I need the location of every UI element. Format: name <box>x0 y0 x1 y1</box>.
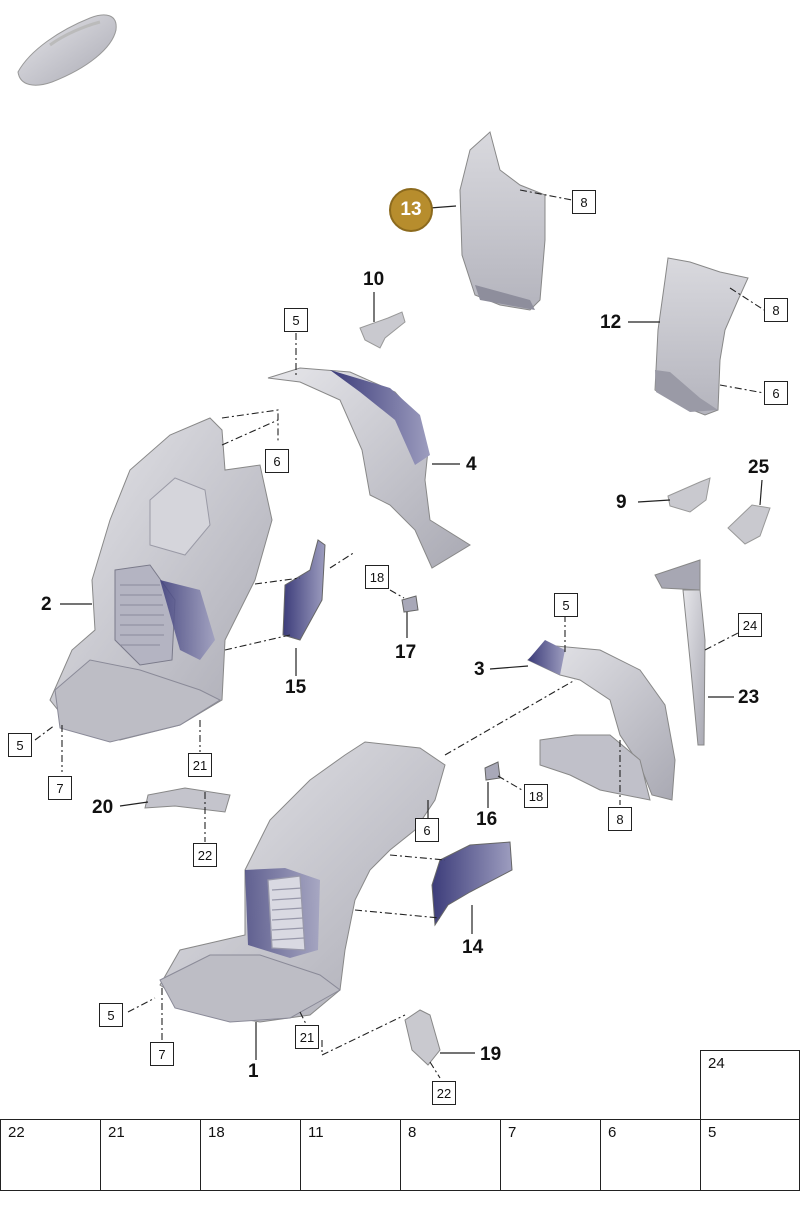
hardware-label: 22 <box>8 1124 25 1141</box>
callout-16: 16 <box>476 809 498 830</box>
callout-14: 14 <box>462 937 484 958</box>
callout-10: 10 <box>363 269 385 290</box>
part-23-strip <box>654 559 706 746</box>
hardware-cell-18: 18 <box>200 1119 301 1191</box>
hardware-label: 5 <box>708 1124 717 1141</box>
box-label-6: 6 <box>265 449 289 473</box>
vehicle-thumbnail <box>17 14 117 86</box>
hardware-cell-6: 6 <box>600 1119 701 1191</box>
part-3-arch-liner <box>527 640 676 801</box>
hardware-label: 7 <box>508 1124 517 1141</box>
part-9-bracket <box>667 477 711 513</box>
box-label-18: 18 <box>365 565 389 589</box>
hardware-cell-5: 5 <box>700 1119 800 1191</box>
callout-15: 15 <box>285 677 307 698</box>
hardware-label: 6 <box>608 1124 617 1141</box>
hardware-label: 24 <box>708 1055 725 1072</box>
callout-3: 3 <box>474 659 485 680</box>
box-label-7: 7 <box>150 1042 174 1066</box>
box-label-18: 18 <box>524 784 548 808</box>
part-4-arch-liner <box>267 367 471 569</box>
callout-leaders <box>60 205 763 1060</box>
box-label-5: 5 <box>8 733 32 757</box>
hardware-cell-11: 11 <box>300 1119 401 1191</box>
box-label-6: 6 <box>764 381 788 405</box>
callout-13-highlight-badge: 13 <box>389 188 433 232</box>
box-label-24: 24 <box>738 613 762 637</box>
part-20-strip <box>144 787 231 813</box>
callout-9: 9 <box>616 492 627 513</box>
part-12-rear-cover <box>654 257 749 416</box>
hardware-label: 18 <box>208 1124 225 1141</box>
part-25-bracket <box>727 504 771 545</box>
box-label-21: 21 <box>295 1025 319 1049</box>
hardware-cell-21: 21 <box>100 1119 201 1191</box>
part-13-upper-cover <box>459 131 546 311</box>
part-14-deflector <box>431 841 513 927</box>
box-label-5: 5 <box>284 308 308 332</box>
part-1-front-liner <box>159 741 446 1023</box>
callout-17: 17 <box>395 642 417 663</box>
box-label-8: 8 <box>572 190 596 214</box>
part-17-clip <box>401 595 419 613</box>
part-16-clip <box>484 761 501 781</box>
hardware-cell-7: 7 <box>500 1119 601 1191</box>
callout-20: 20 <box>92 797 114 818</box>
hardware-cell-24: 24 <box>700 1050 800 1120</box>
box-label-6: 6 <box>415 818 439 842</box>
box-label-7: 7 <box>48 776 72 800</box>
hardware-cell-22: 22 <box>0 1119 101 1191</box>
box-label-8: 8 <box>764 298 788 322</box>
box-label-8: 8 <box>608 807 632 831</box>
box-label-22: 22 <box>432 1081 456 1105</box>
callout-1: 1 <box>248 1061 259 1082</box>
callout-25: 25 <box>748 457 770 478</box>
hardware-cell-8: 8 <box>400 1119 501 1191</box>
hardware-label: 11 <box>308 1124 324 1141</box>
callout-19: 19 <box>480 1044 502 1065</box>
callout-2: 2 <box>41 594 52 615</box>
box-label-21: 21 <box>188 753 212 777</box>
hardware-label: 8 <box>408 1124 417 1141</box>
callout-4: 4 <box>466 454 477 475</box>
box-label-5: 5 <box>554 593 578 617</box>
part-2-front-liner <box>49 417 273 743</box>
callout-12: 12 <box>600 312 622 333</box>
box-label-5: 5 <box>99 1003 123 1027</box>
box-label-22: 22 <box>193 843 217 867</box>
part-19-bracket <box>404 1009 441 1066</box>
leader-lines <box>34 189 765 1079</box>
part-15-deflector <box>282 539 326 641</box>
part-10-bracket <box>359 311 406 349</box>
hardware-label: 21 <box>108 1124 125 1141</box>
callout-23: 23 <box>738 687 760 708</box>
